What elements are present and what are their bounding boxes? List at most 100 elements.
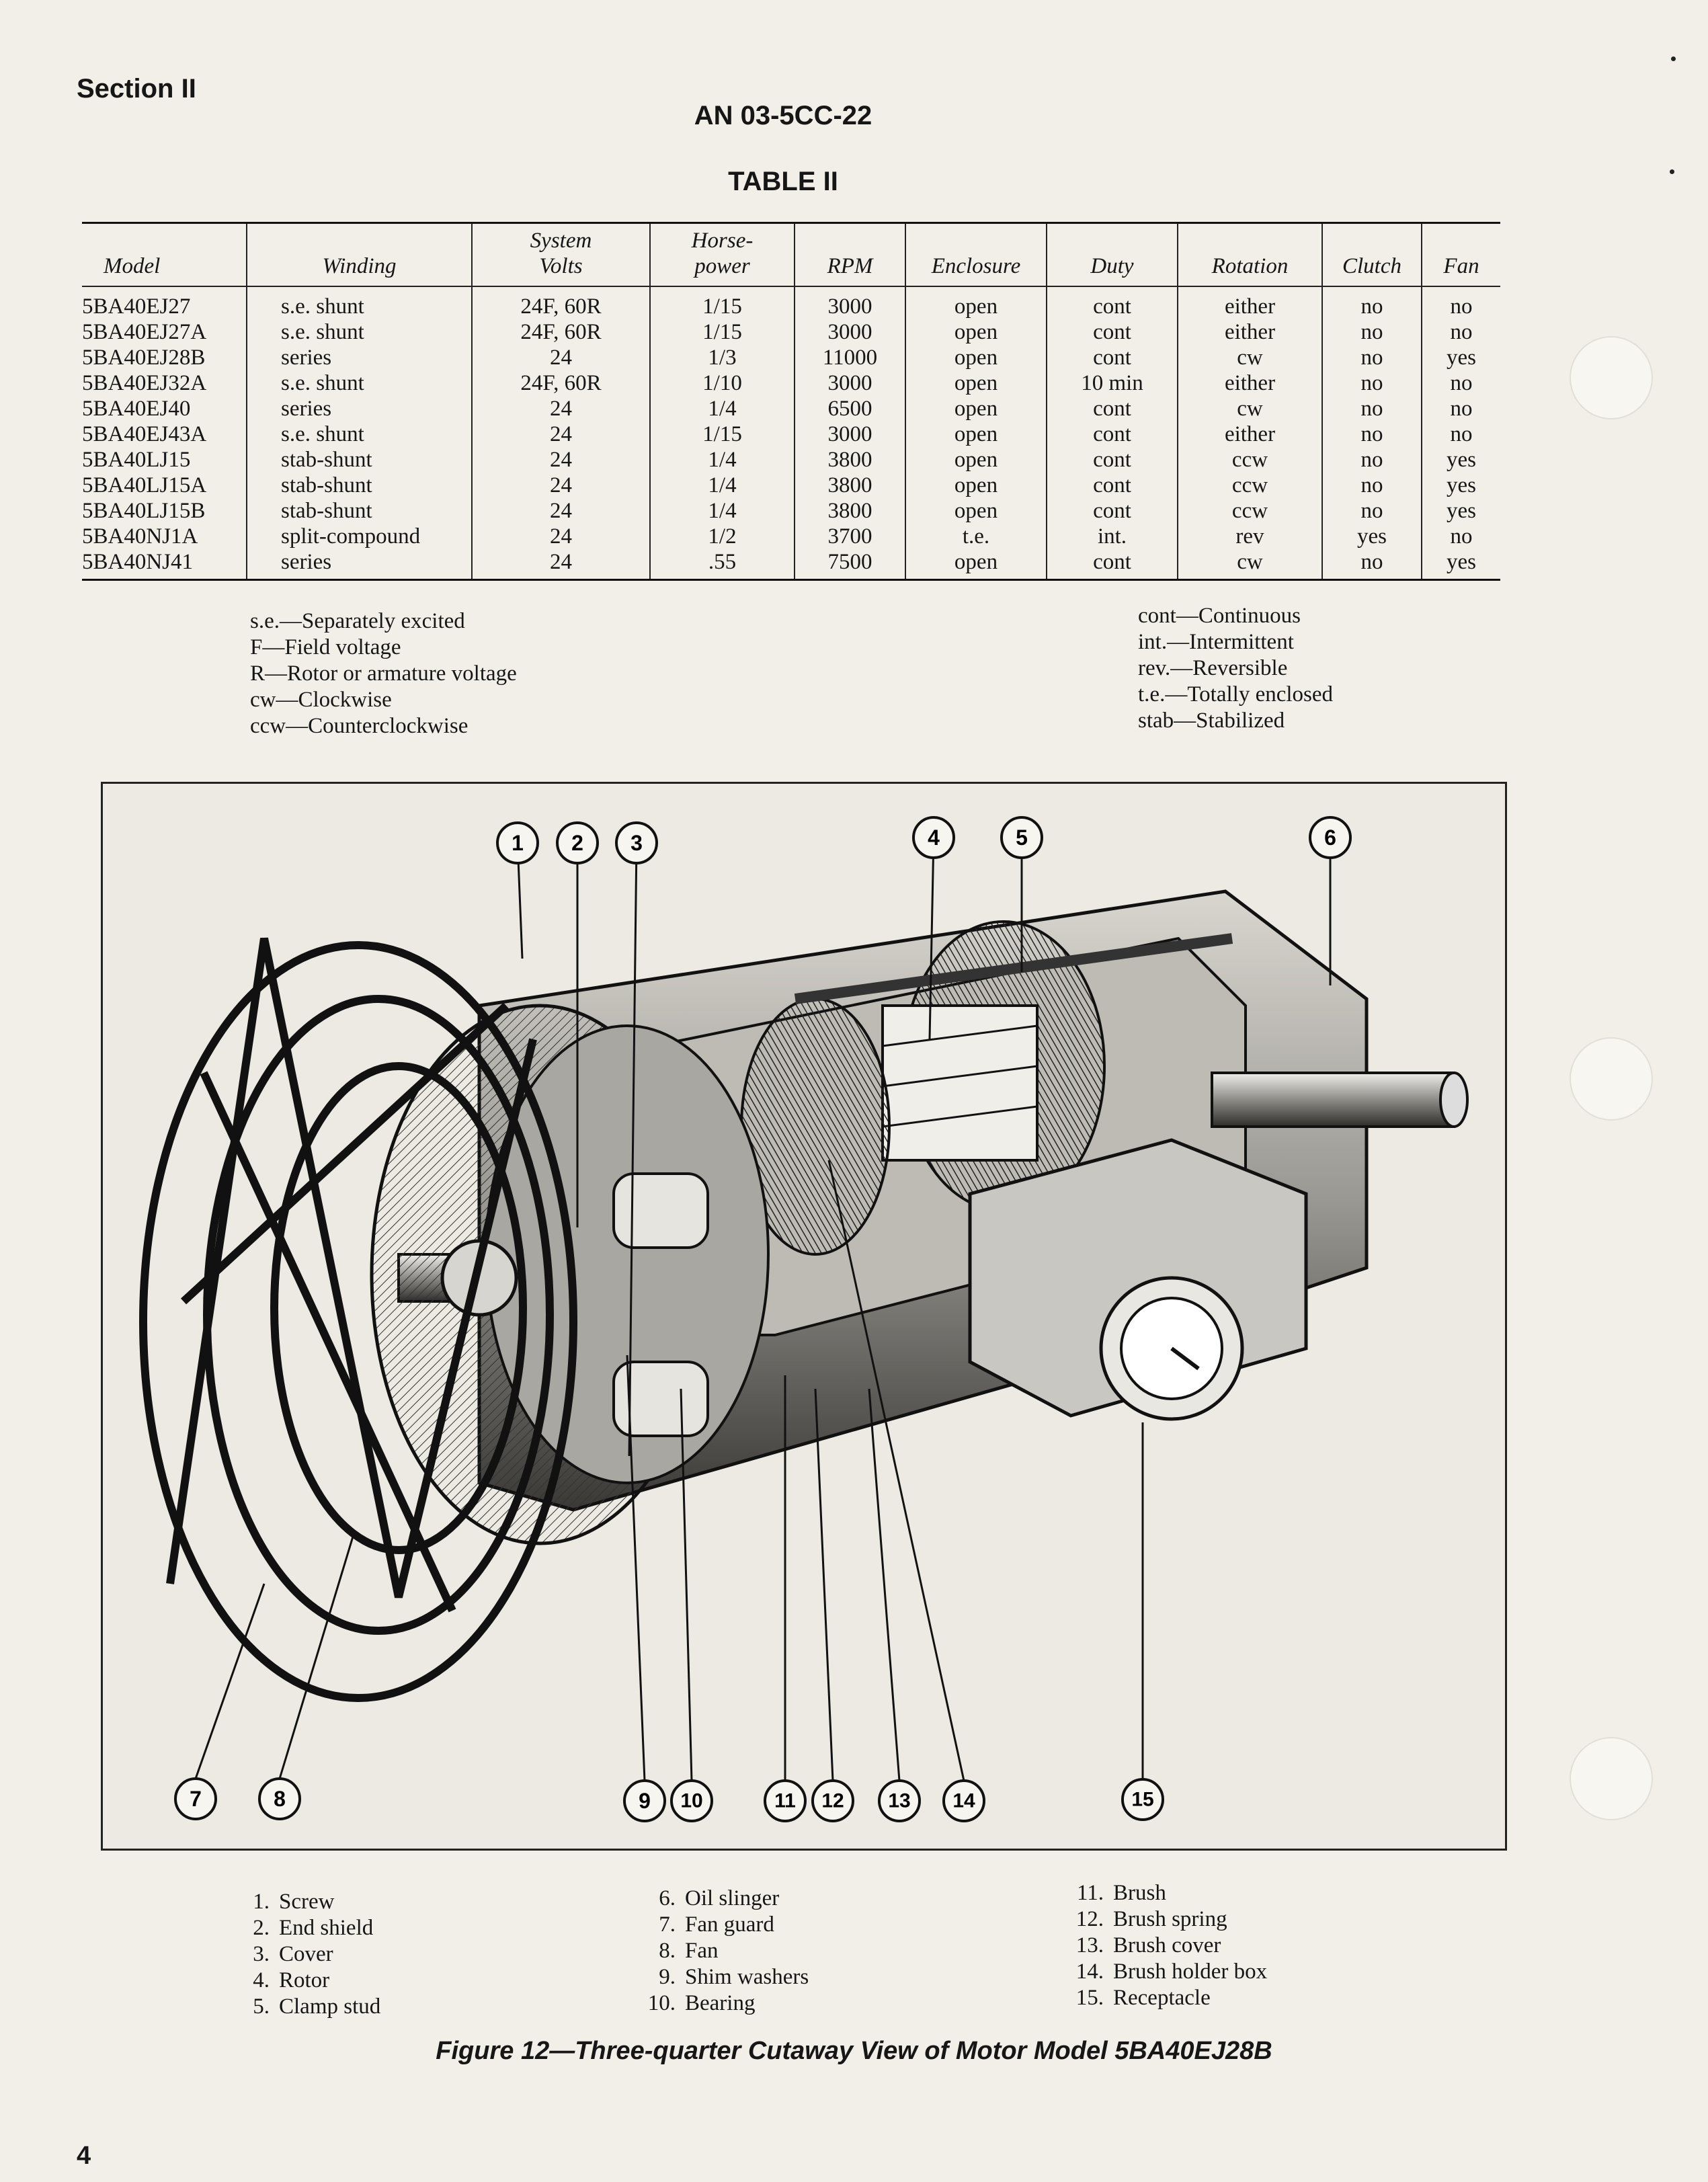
binder-hole	[1570, 336, 1653, 419]
cell-fan: no	[1421, 421, 1500, 447]
cell-winding: split-compound	[246, 524, 472, 549]
cell-clutch: no	[1321, 498, 1422, 524]
cell-enclosure: open	[905, 447, 1047, 473]
cell-winding: series	[246, 549, 472, 581]
cell-duty: cont	[1046, 396, 1178, 421]
rotor	[740, 920, 1106, 1256]
callout-number: 15	[1131, 1789, 1153, 1811]
page-number: 4	[77, 2142, 91, 2170]
cell-clutch: no	[1321, 549, 1422, 581]
cell-winding: s.e. shunt	[246, 319, 472, 345]
cell-clutch: no	[1321, 447, 1422, 473]
cell-model: 5BA40LJ15B	[82, 499, 206, 523]
cell-model: 5BA40NJ1A	[82, 524, 198, 549]
cell-rpm: 3800	[794, 473, 905, 498]
receptacle	[968, 1138, 1308, 1421]
callout-number: 5	[1016, 825, 1028, 850]
callout-number: 12	[821, 1790, 844, 1812]
clamp-stud	[794, 933, 1233, 1004]
parts-list-item: 8.Fan	[659, 1939, 719, 1963]
col-header-fan: Fan	[1421, 223, 1500, 287]
cell-system-volts: 24	[471, 421, 650, 447]
parts-list-column-1: 1.Screw 2.End shield 3.Cover 4.Rotor 5.C…	[233, 1889, 380, 2020]
cell-horsepower: 1/10	[649, 370, 795, 396]
cell-model: 5BA40EJ27A	[82, 320, 207, 344]
callout-circle	[496, 821, 539, 864]
cell-rotation: ccw	[1177, 473, 1322, 498]
cell-winding: s.e. shunt	[246, 286, 472, 319]
parts-list-item: 1.Screw	[253, 1890, 335, 1914]
cell-rpm: 3800	[794, 498, 905, 524]
legend-item: cont—Continuous	[1138, 604, 1301, 628]
cell-model: 5BA40EJ40	[82, 397, 191, 421]
print-speck	[1671, 56, 1676, 61]
callout-number: 3	[631, 831, 643, 855]
cell-system-volts: 24	[471, 447, 650, 473]
cell-winding: stab-shunt	[246, 447, 472, 473]
cell-enclosure: t.e.	[905, 524, 1047, 549]
cell-fan: yes	[1421, 498, 1500, 524]
cell-rotation: either	[1177, 286, 1322, 319]
cell-clutch: no	[1321, 421, 1422, 447]
cell-rpm: 3700	[794, 524, 905, 549]
cell-winding: s.e. shunt	[246, 370, 472, 396]
cell-fan: yes	[1421, 473, 1500, 498]
legend-item: R—Rotor or armature voltage	[250, 661, 517, 686]
callout-circle	[811, 1779, 854, 1822]
cell-rotation: either	[1177, 319, 1322, 345]
callout-circle	[1309, 816, 1352, 859]
col-header-duty: Duty	[1046, 223, 1178, 287]
binder-hole	[1570, 1737, 1653, 1820]
col-header-rpm: RPM	[794, 223, 905, 287]
col-header-rotation: Rotation	[1177, 223, 1322, 287]
cell-fan: no	[1421, 396, 1500, 421]
binder-hole	[1570, 1037, 1653, 1121]
cell-horsepower: 1/15	[649, 421, 795, 447]
callout-number: 6	[1324, 825, 1336, 850]
cell-rotation: cw	[1177, 345, 1322, 370]
cell-rpm: 3000	[794, 370, 905, 396]
cell-enclosure: open	[905, 549, 1047, 581]
col-header-clutch: Clutch	[1321, 223, 1422, 287]
callout-number: 8	[274, 1787, 286, 1811]
cell-rotation: either	[1177, 370, 1322, 396]
parts-list-item: 15.Receptacle	[1075, 1986, 1211, 2010]
cell-rpm: 7500	[794, 549, 905, 581]
cell-duty: cont	[1046, 286, 1178, 319]
cell-enclosure: open	[905, 473, 1047, 498]
cell-model: 5BA40EJ32A	[82, 371, 207, 395]
cell-horsepower: 1/15	[649, 319, 795, 345]
cell-winding: series	[246, 396, 472, 421]
print-speck	[1670, 169, 1674, 174]
cell-system-volts: 24	[471, 498, 650, 524]
cell-rpm: 6500	[794, 396, 905, 421]
callout-number: 1	[512, 831, 524, 855]
cell-horsepower: 1/4	[649, 498, 795, 524]
callout-circle	[1121, 1778, 1164, 1821]
cell-rpm: 3000	[794, 286, 905, 319]
callout-number: 7	[190, 1787, 202, 1811]
callout-leaders	[194, 837, 1332, 1781]
cell-duty: cont	[1046, 319, 1178, 345]
cell-horsepower: 1/2	[649, 524, 795, 549]
cell-winding: series	[246, 345, 472, 370]
col-header-horsepower: Horse-power	[649, 223, 795, 287]
parts-list-item: 10.Bearing	[647, 1991, 756, 2015]
cell-duty: cont	[1046, 421, 1178, 447]
legend-item: ccw—Counterclockwise	[250, 714, 469, 738]
cell-model: 5BA40EJ28B	[82, 346, 206, 370]
cell-enclosure: open	[905, 370, 1047, 396]
cell-rpm: 11000	[794, 345, 905, 370]
callout-number: 10	[680, 1790, 702, 1812]
cell-fan: yes	[1421, 345, 1500, 370]
legend-item: cw—Clockwise	[250, 688, 392, 712]
abbreviation-legend-right: cont—Continuous int.—Intermittent rev.—R…	[1138, 603, 1333, 734]
